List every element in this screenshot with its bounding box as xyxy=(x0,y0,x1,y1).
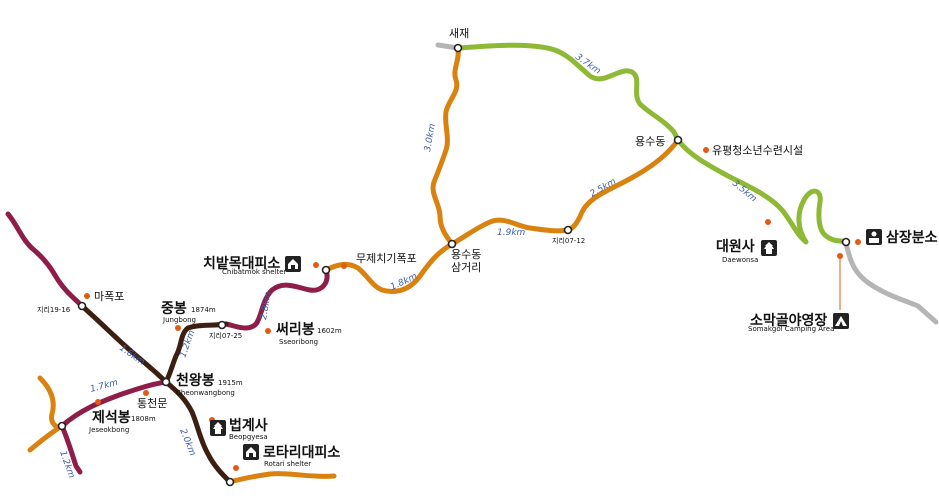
node-jiri0712 xyxy=(563,225,573,235)
node-yongsudong xyxy=(673,135,683,145)
label-junction-1: 용수동 xyxy=(451,248,481,261)
temple-icon xyxy=(210,420,226,436)
label-cheonwangbong-en: Cheonwangbong xyxy=(176,389,235,397)
shelter-icon xyxy=(243,444,259,460)
distance-mapokpo-cheonwangbong: 1.6km xyxy=(117,343,146,368)
trail-maroon-chibatmok-sseoribong xyxy=(223,267,330,331)
dot-rotari xyxy=(233,465,239,471)
dot-jeseokbong xyxy=(95,399,101,405)
trail-orange-rotari-east xyxy=(227,471,337,485)
label-rotari: 로타리대피소 xyxy=(263,445,340,461)
node-cheonwangbong xyxy=(161,377,171,387)
distance-jeseokbong-cheonwangbong: 1.7km xyxy=(89,378,119,395)
trail-dark-cheonwangbong-rotari xyxy=(163,379,233,485)
label-tongcheonmun: 통천문 xyxy=(137,396,167,410)
label-jungbong-alt: 1874m xyxy=(191,306,216,314)
label-rotari-en: Rotari shelter xyxy=(264,460,311,468)
distance-jiri0712-junction: 1.9km xyxy=(497,228,526,238)
label-mujechi: 무제치기폭포 xyxy=(356,252,417,265)
dot-sseoribong xyxy=(265,328,271,334)
label-beopgyesa: 법계사 xyxy=(229,418,268,434)
node-saejae xyxy=(453,43,463,53)
label-saejae: 새재 xyxy=(449,27,469,40)
label-daewonsa: 대원사 xyxy=(716,239,755,255)
label-chibatmok: 치밭목대피소 xyxy=(203,255,280,272)
dot-mapokpo xyxy=(84,293,90,299)
trail-maroon-jeseokbong-cheonwangbong xyxy=(59,379,169,429)
temple-icon xyxy=(761,240,777,256)
node-jeseokbong-junction xyxy=(57,421,67,431)
trail-dark-sseoribong-jungbong xyxy=(163,321,229,385)
label-somakgol-en: Somakgol Camping Area xyxy=(748,325,834,333)
label-sseoribong-alt: 1602m xyxy=(317,327,342,335)
dot-jungbong xyxy=(175,325,181,331)
distance-saejae-junction: 3.0km xyxy=(423,123,438,153)
label-jiri0712: 지리07-12 xyxy=(552,236,585,245)
node-jiri1916 xyxy=(77,301,87,311)
trail-green-yongsudong-samjang xyxy=(675,137,849,245)
dot-mujechi xyxy=(341,263,347,269)
distance-cheonwangbong-rotari: 2.0km xyxy=(177,427,197,457)
label-chibatmok-en: Chibatmok shelter xyxy=(222,268,287,276)
trail-maroon-northwest xyxy=(5,211,85,309)
label-sseoribong-en: Sseoribong xyxy=(279,338,318,346)
label-jeseokbong-en: Jeseokbong xyxy=(88,426,129,434)
label-sseoribong: 써리봉 xyxy=(276,321,315,338)
label-jungbong: 중봉 xyxy=(161,301,187,317)
node-rotari-junction xyxy=(225,477,235,487)
trail-orange-junction-chibatmok xyxy=(323,241,455,294)
label-jiri1916: 지리19-16 xyxy=(37,305,71,314)
label-yongsudong: 용수동 xyxy=(635,135,665,148)
trail-orange-saejae-junction xyxy=(430,45,461,247)
node-jiri0725 xyxy=(217,320,227,330)
label-daewonsa-en: Daewonsa xyxy=(722,256,758,264)
ranger-office-icon xyxy=(866,229,882,245)
dot-daewonsa xyxy=(765,219,771,225)
dot-chibatmok xyxy=(313,262,319,268)
label-cheonwangbong-alt: 1915m xyxy=(218,379,243,387)
label-cheonwangbong: 천왕봉 xyxy=(176,373,215,389)
trail-dark-jiri1916-cheonwangbong xyxy=(79,303,169,385)
label-beopgyesa-en: Beopgyesa xyxy=(229,433,268,441)
trail-gray-samjang xyxy=(843,241,939,325)
dot-tongcheonmun xyxy=(143,390,149,396)
dot-yupyeong xyxy=(703,147,709,153)
node-junction xyxy=(447,239,457,249)
dot-somakgol xyxy=(837,253,843,259)
label-somakgol: 소막골야영장 xyxy=(750,312,827,329)
label-jeseokbong-alt: 1808m xyxy=(131,415,156,423)
shelter-icon xyxy=(285,256,301,272)
trail-maroon-jeseokbong-south xyxy=(59,423,83,475)
node-chibatmok xyxy=(321,265,331,275)
dot-samjang xyxy=(855,239,861,245)
tent-icon xyxy=(833,313,849,329)
label-jungbong-en: Jungbong xyxy=(162,316,196,324)
label-jeseokbong: 제석봉 xyxy=(92,410,131,426)
label-samjang: 삼장분소 xyxy=(886,229,938,246)
trail-green-saejae-yongsudong xyxy=(455,42,681,143)
label-yupyeong: 유평청소년수련시설 xyxy=(712,144,803,157)
node-samjang xyxy=(841,237,851,247)
trail-orange-west-1 xyxy=(37,375,65,430)
distance-chibatmok-sseoribong: 2.8km xyxy=(259,291,274,321)
label-mapokpo: 마폭포 xyxy=(94,290,124,303)
trail-orange-west-2 xyxy=(27,423,65,453)
label-junction-2: 삼거리 xyxy=(451,261,481,274)
label-jiri0725: 지리07-25 xyxy=(209,331,242,340)
